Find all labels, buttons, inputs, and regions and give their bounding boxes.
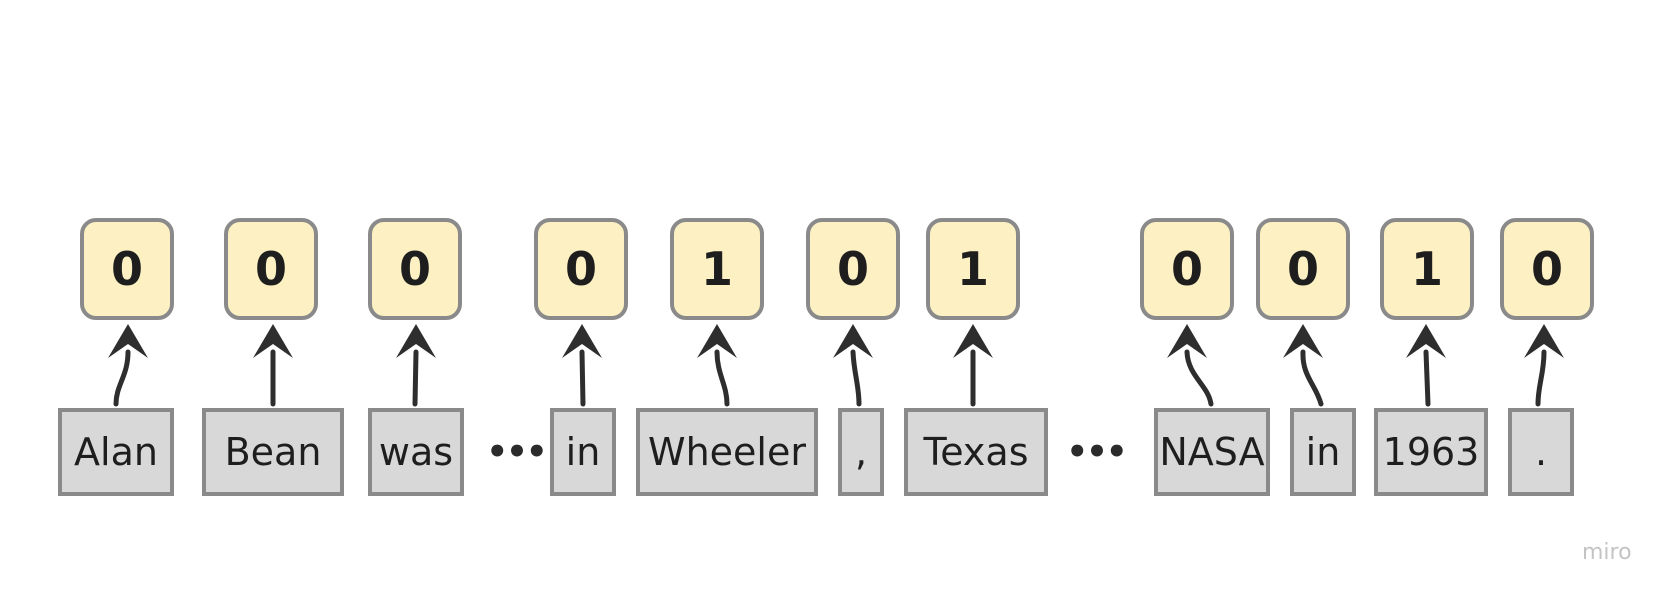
arrowhead xyxy=(1406,324,1446,358)
label-box: 0 xyxy=(806,218,900,320)
arrow-shaft xyxy=(579,349,586,407)
token-box: Wheeler xyxy=(636,408,818,496)
label-box: 1 xyxy=(1380,218,1474,320)
arrowhead xyxy=(562,324,602,358)
label-box: 0 xyxy=(534,218,628,320)
label-box: 0 xyxy=(1140,218,1234,320)
token-box: NASA xyxy=(1154,408,1270,496)
token-box: Texas xyxy=(904,408,1048,496)
arrowhead xyxy=(1524,324,1564,358)
token-box: . xyxy=(1508,408,1574,496)
arrowhead xyxy=(953,324,993,358)
token-box: 1963 xyxy=(1374,408,1488,496)
ellipsis: ••• xyxy=(1066,432,1127,472)
arrow-shaft xyxy=(1184,349,1214,407)
label-box: 1 xyxy=(926,218,1020,320)
arrow-shaft xyxy=(714,349,730,407)
arrow-shaft xyxy=(412,349,419,407)
arrowhead xyxy=(253,324,293,358)
label-box: 0 xyxy=(80,218,174,320)
token-box: was xyxy=(368,408,464,496)
arrowhead xyxy=(697,324,737,358)
arrow-shaft xyxy=(113,349,131,407)
label-box: 0 xyxy=(368,218,462,320)
arrowhead xyxy=(1283,324,1323,358)
arrow-shaft xyxy=(1423,349,1431,407)
token-box: in xyxy=(1290,408,1356,496)
label-box: 0 xyxy=(1500,218,1594,320)
token-box: in xyxy=(550,408,616,496)
token-box: , xyxy=(838,408,884,496)
arrowhead xyxy=(1167,324,1207,358)
label-box: 0 xyxy=(224,218,318,320)
arrowhead xyxy=(108,324,148,358)
arrow-shaft xyxy=(1300,349,1324,407)
miro-watermark: miro xyxy=(1582,540,1632,565)
label-box: 0 xyxy=(1256,218,1350,320)
arrow-shaft xyxy=(1535,349,1547,407)
arrowhead xyxy=(396,324,436,358)
arrow-shaft xyxy=(850,349,862,407)
label-box: 1 xyxy=(670,218,764,320)
token-box: Bean xyxy=(202,408,344,496)
ellipsis: ••• xyxy=(486,432,547,472)
token-box: Alan xyxy=(58,408,174,496)
arrowhead xyxy=(833,324,873,358)
